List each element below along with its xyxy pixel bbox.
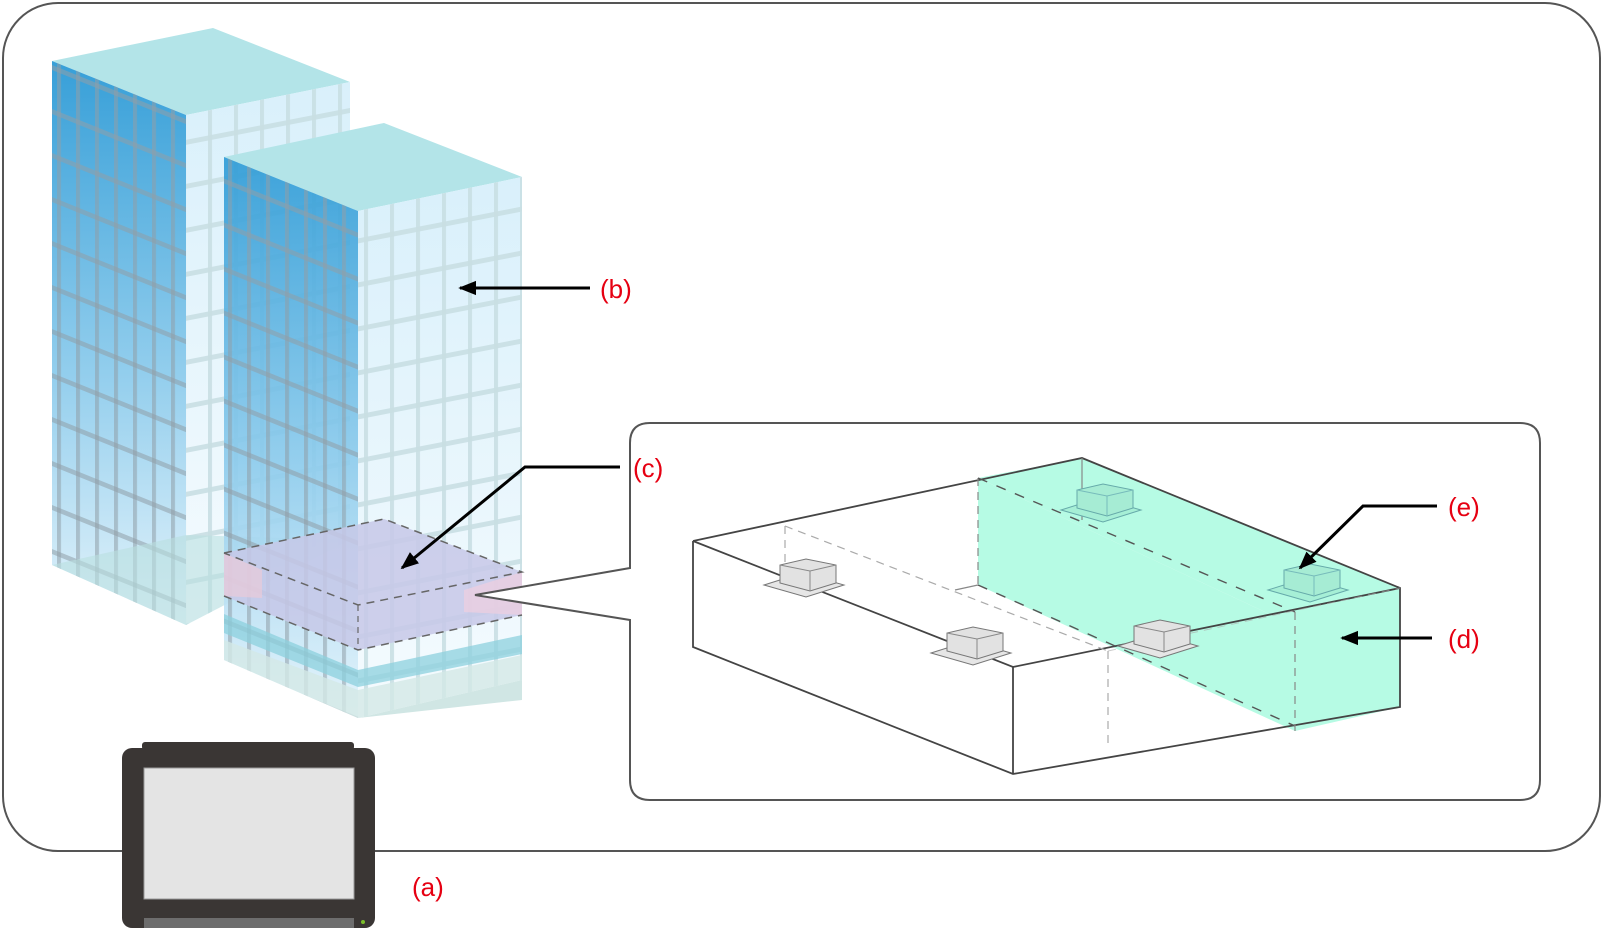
leader-c <box>400 465 620 570</box>
building-back-roof <box>52 28 350 115</box>
zone-d-fill <box>978 458 1400 731</box>
controller-device <box>122 742 375 928</box>
floor-lower <box>224 614 522 687</box>
label-d: (d) <box>1448 624 1480 654</box>
label-e: (e) <box>1448 492 1480 522</box>
system-boundary-frame <box>2 2 1601 852</box>
leader-e <box>1298 504 1437 570</box>
indoor-unit <box>929 626 1013 666</box>
controller-screen <box>143 767 355 900</box>
floor-highlighted <box>224 519 522 650</box>
indoor-unit-e <box>1266 563 1350 603</box>
floor-detail <box>692 457 1401 775</box>
building-front-roof <box>224 123 522 211</box>
indoor-unit-zone <box>1059 483 1143 523</box>
label-b: (b) <box>600 274 632 304</box>
label-a: (a) <box>412 872 444 902</box>
label-c: (c) <box>633 453 663 483</box>
building-front <box>223 123 525 718</box>
indoor-unit <box>762 558 846 598</box>
indoor-unit <box>1116 619 1200 659</box>
power-led-icon <box>361 920 365 924</box>
